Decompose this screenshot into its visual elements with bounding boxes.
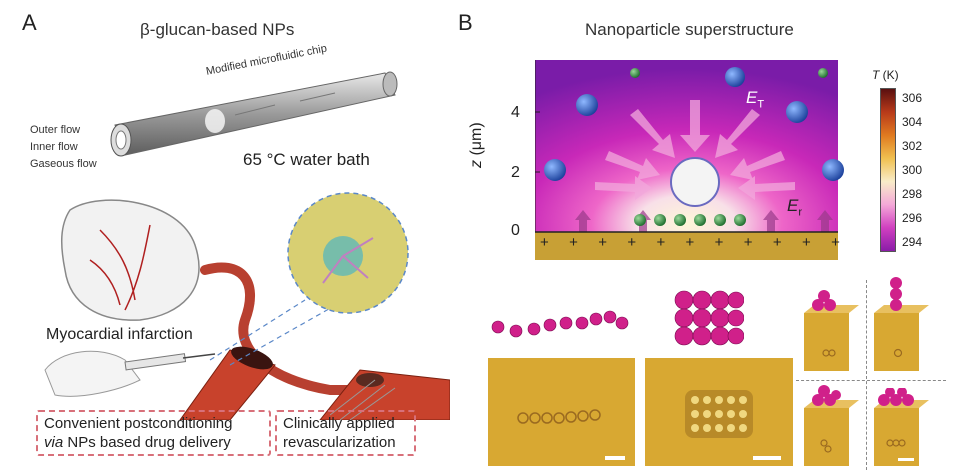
- plus-sign: +: [831, 234, 840, 251]
- scale-bar: [898, 458, 914, 461]
- colorbar-tick: 294: [902, 235, 923, 249]
- er-letter: E: [787, 196, 799, 215]
- panel-a-letter: A: [22, 10, 37, 35]
- divider-horizontal: [796, 380, 946, 381]
- colorbar-tick: 300: [902, 163, 923, 177]
- inner-flow-label: Inner flow: [30, 141, 78, 153]
- colorbar-title-var: T: [872, 68, 880, 82]
- divider-vertical: [866, 280, 867, 470]
- y-axis-unit: (μm): [468, 122, 485, 160]
- box1-line2-text: NPs based drug delivery: [63, 434, 231, 451]
- cube-bl: [804, 385, 859, 466]
- y-tick-0: 0: [511, 222, 520, 239]
- er-label: Er: [787, 196, 802, 218]
- outer-flow-label: Outer flow: [30, 124, 81, 136]
- plus-sign: +: [540, 234, 549, 251]
- plus-sign: +: [714, 234, 724, 251]
- grid-schematic: [674, 290, 744, 346]
- y-axis-var: z: [468, 160, 485, 168]
- plus-sign: +: [656, 234, 666, 251]
- colorbar-tick: 296: [902, 211, 923, 225]
- colorbar-tick: 298: [902, 187, 923, 201]
- mi-label: Myocardial infarction: [46, 326, 193, 343]
- chain-micrograph: [488, 358, 635, 466]
- plus-sign: +: [685, 234, 695, 251]
- scale-bar: [605, 456, 625, 460]
- heart-vessel-illustration: [44, 199, 450, 420]
- scale-bar: [753, 456, 781, 460]
- colorbar-title-unit: (K): [879, 68, 899, 82]
- plus-sign: +: [627, 234, 637, 251]
- revascularization-box: Clinically applied revascularization: [275, 410, 416, 456]
- gaseous-flow-label: Gaseous flow: [30, 158, 97, 170]
- panel-b-letter: B: [458, 10, 473, 35]
- y-tick-4: 4: [511, 104, 520, 121]
- plus-sign: +: [598, 234, 607, 251]
- er-subscript: r: [798, 206, 803, 219]
- plus-sign: +: [772, 234, 782, 251]
- colorbar-tick: 302: [902, 139, 923, 153]
- box2-line2: revascularization: [283, 434, 396, 451]
- plus-sign: +: [569, 234, 578, 251]
- y-axis-label: z (μm): [468, 122, 486, 168]
- plus-sign: +: [801, 234, 811, 251]
- colorbar-title: T (K): [872, 68, 899, 82]
- postconditioning-box: Convenient postconditioning via NPs base…: [36, 410, 271, 456]
- plus-sign: +: [743, 234, 753, 251]
- charge-row: + + + + + + + + + + +: [540, 234, 840, 251]
- panel-b-title: Nanoparticle superstructure: [585, 20, 794, 39]
- et-letter: E: [746, 88, 758, 107]
- cube-br: [874, 388, 929, 466]
- temperature-field-plot: [535, 60, 844, 260]
- cube-tr: [874, 277, 929, 371]
- colorbar-tick: 306: [902, 91, 923, 105]
- et-label: ET: [746, 88, 764, 110]
- et-subscript: T: [757, 98, 765, 111]
- nanoparticle-zoom-icon: [287, 192, 409, 314]
- panel-a-title: β-glucan-based NPs: [140, 20, 295, 39]
- colorbar: [880, 88, 896, 252]
- water-bath-label: 65 °C water bath: [243, 150, 370, 169]
- colorbar-tick: 304: [902, 115, 923, 129]
- cube-tl: [804, 290, 859, 371]
- microfluidic-chip: [110, 71, 398, 157]
- box2-line1: Clinically applied: [283, 415, 395, 432]
- chain-schematic: [491, 310, 629, 338]
- box1-via: via: [44, 434, 64, 451]
- heart-icon: [60, 199, 200, 321]
- box1-line2: via NPs based drug delivery: [44, 433, 263, 452]
- box1-line1: Convenient postconditioning: [44, 415, 233, 432]
- grid-micrograph: [645, 358, 793, 466]
- y-tick-2: 2: [511, 164, 520, 181]
